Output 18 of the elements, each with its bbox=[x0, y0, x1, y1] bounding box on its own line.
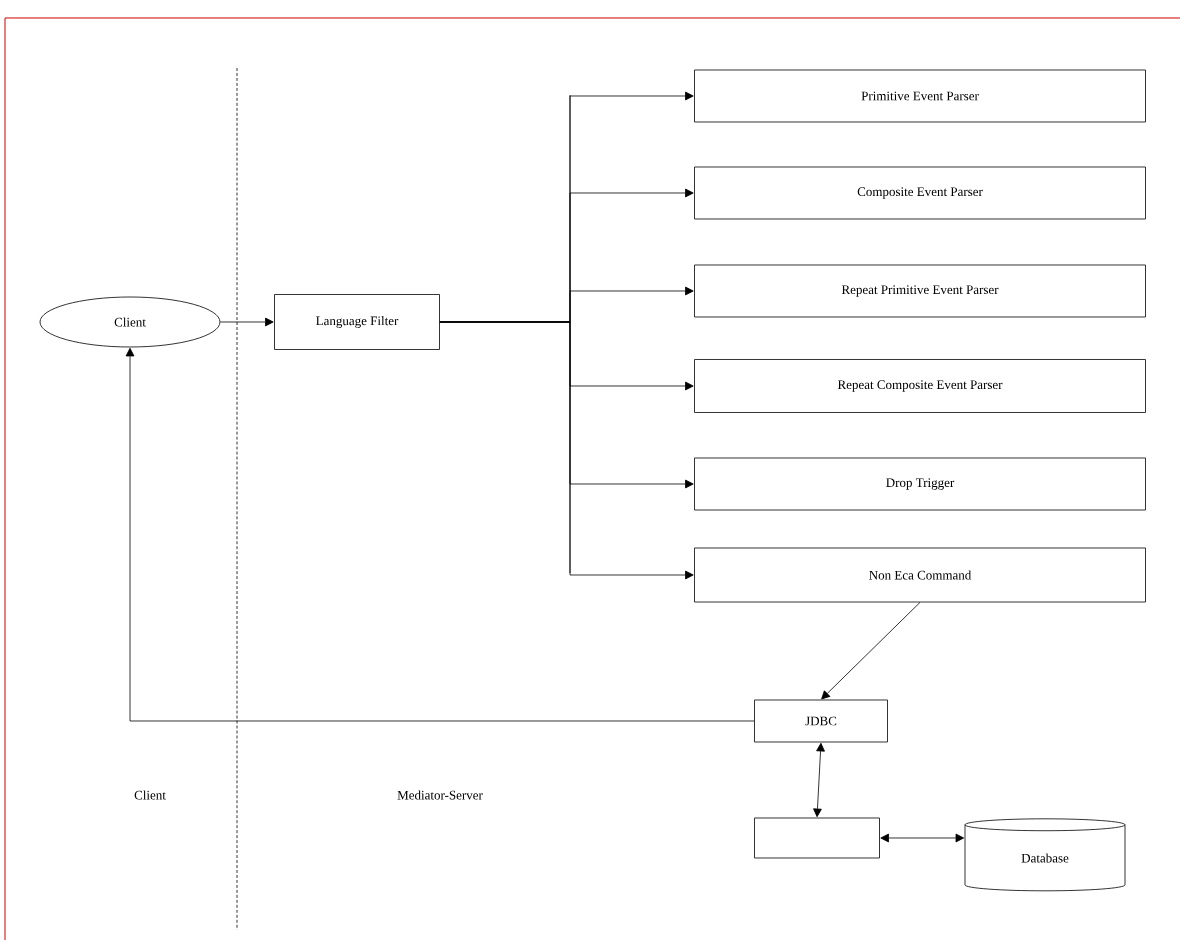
region-label: Client bbox=[134, 790, 166, 800]
process-box: Language Filter bbox=[274, 294, 440, 350]
database-cylinder: Database bbox=[964, 818, 1126, 892]
process-box: Repeat Composite Event Parser bbox=[694, 359, 1146, 413]
process-box bbox=[754, 817, 880, 859]
arrow bbox=[220, 317, 274, 327]
arrow bbox=[125, 347, 755, 722]
process-box: JDBC bbox=[754, 699, 888, 743]
arrow bbox=[439, 321, 694, 580]
process-box: Repeat Primitive Event Parser bbox=[694, 264, 1146, 318]
arrow bbox=[880, 833, 965, 843]
process-box: Non Eca Command bbox=[694, 547, 1146, 603]
process-box: Drop Trigger bbox=[694, 457, 1146, 511]
arrow bbox=[821, 602, 921, 700]
region-label: Mediator-Server bbox=[397, 790, 483, 800]
process-box: Composite Event Parser bbox=[694, 166, 1146, 220]
arrow bbox=[813, 742, 825, 818]
process-box: Primitive Event Parser bbox=[694, 69, 1146, 123]
